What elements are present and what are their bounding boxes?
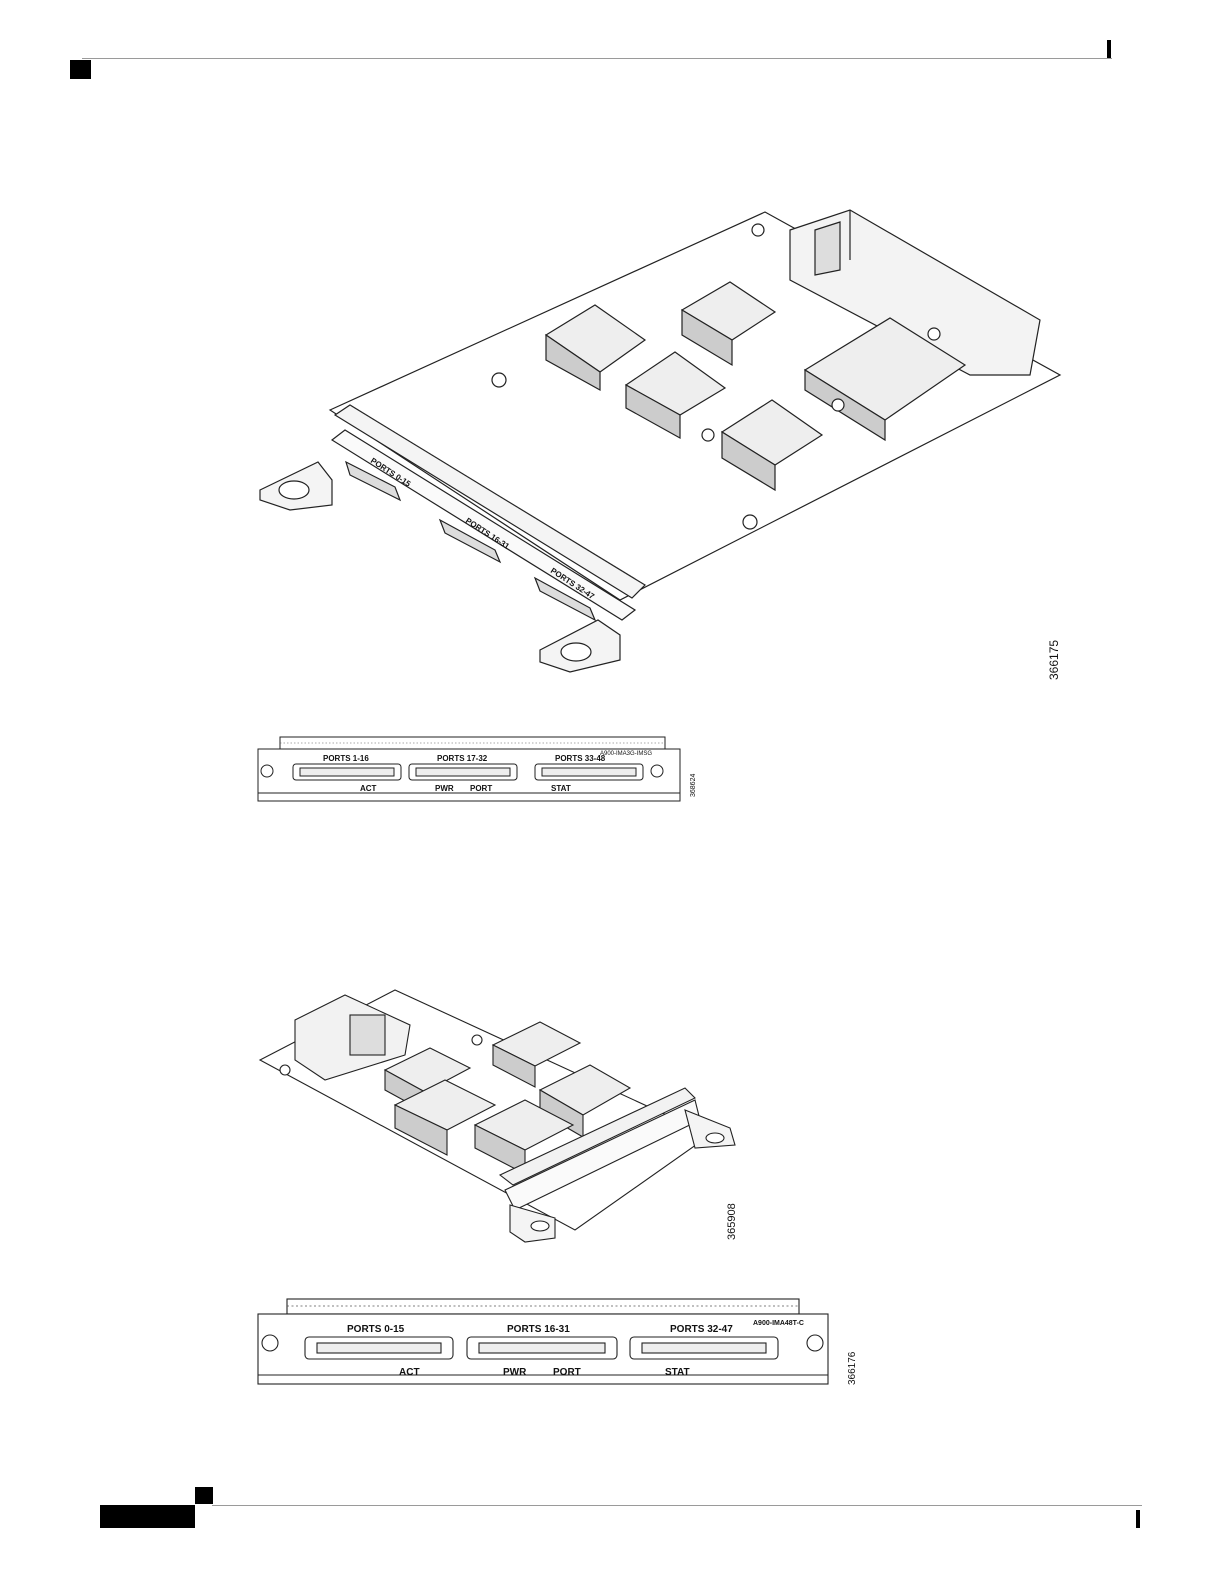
port-group-label-1: PORTS 1-16 xyxy=(323,754,369,763)
port-group-label-2: PORTS 17-32 xyxy=(437,754,488,763)
figure-id-label: 366175 xyxy=(1047,640,1061,680)
led-label-port: PORT xyxy=(470,784,492,793)
figure-id-label: 365908 xyxy=(726,1203,738,1240)
faceplate-figure-2: PORTS 0-15 PORTS 16-31 PORTS 32-47 A900-… xyxy=(255,1295,865,1390)
footer-rule xyxy=(212,1505,1142,1506)
led-label-pwr: PWR xyxy=(503,1367,527,1378)
faceplate-figure-1: PORTS 1-16 PORTS 17-32 PORTS 33-48 A900-… xyxy=(255,735,700,805)
led-label-stat: STAT xyxy=(665,1367,690,1378)
port-group-label-3: PORTS 32-47 xyxy=(670,1324,733,1335)
led-label-stat: STAT xyxy=(551,784,571,793)
port-group-label-3: PORTS 33-48 xyxy=(555,754,606,763)
header-rule xyxy=(82,58,1112,59)
led-label-port: PORT xyxy=(553,1367,581,1378)
led-label-act: ACT xyxy=(399,1367,420,1378)
interface-module-isometric-figure: PORTS 0-15 PORTS 16-31 PORTS 32-47 36617… xyxy=(250,200,1080,690)
header-marker xyxy=(70,60,91,79)
footer-page-tab xyxy=(100,1505,195,1528)
faceplate-id-label: 368624 xyxy=(690,774,697,797)
led-label-act: ACT xyxy=(360,784,377,793)
faceplate-id-label: 366176 xyxy=(847,1351,858,1385)
model-label: A900-IMA3G-IMSG xyxy=(600,751,652,757)
model-label: A900-IMA48T-C xyxy=(753,1320,804,1327)
header-tick xyxy=(1107,40,1111,58)
interface-module-isometric-figure-2: 365908 xyxy=(255,970,755,1250)
led-label-pwr: PWR xyxy=(435,784,454,793)
port-group-label-1: PORTS 0-15 xyxy=(347,1324,405,1335)
port-group-label-2: PORTS 16-31 xyxy=(507,1324,570,1335)
footer-tick xyxy=(1136,1510,1140,1528)
footer-marker xyxy=(195,1487,213,1504)
